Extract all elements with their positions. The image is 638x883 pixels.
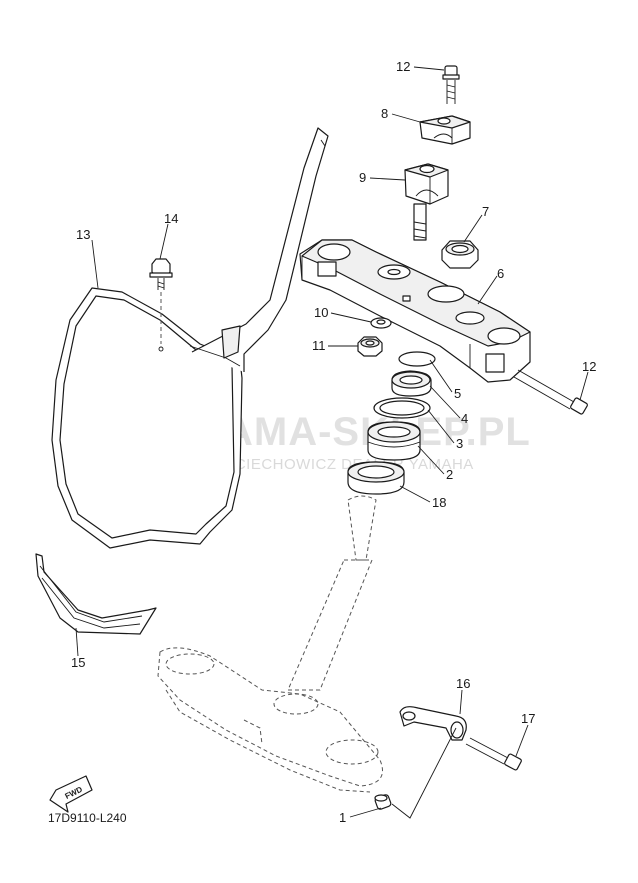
part-4-ring-nut — [391, 370, 432, 397]
part-14-bolt — [149, 258, 173, 352]
part-1-collar — [374, 794, 392, 810]
part-2-bearing — [367, 421, 421, 461]
callout-1: 1 — [339, 810, 346, 825]
callout-12-side: 12 — [582, 359, 596, 374]
callout-12-top: 12 — [396, 59, 410, 74]
part-8-upper-holder — [419, 115, 471, 145]
callout-3: 3 — [456, 436, 463, 451]
part-7-steering-nut — [441, 240, 479, 269]
watermark: YAMA-SKLEP.PL WOJCIECHOWICZ DEALER YAMAH… — [80, 386, 531, 478]
callout-11: 11 — [312, 338, 326, 353]
part-15-guard — [35, 553, 157, 635]
part-16-clamp — [399, 706, 467, 741]
part-10-washer — [370, 317, 392, 329]
callout-15: 15 — [71, 655, 85, 670]
steering-stem-assembly — [157, 495, 383, 793]
part-3-seal — [373, 397, 431, 419]
part-18-bearing — [347, 461, 405, 495]
callout-9: 9 — [359, 170, 366, 185]
part-9-lower-holder — [404, 163, 449, 241]
diagram-code: 17D9110-L240 — [48, 811, 127, 825]
callout-8: 8 — [381, 106, 388, 121]
callout-4: 4 — [461, 411, 468, 426]
callout-6: 6 — [497, 266, 504, 281]
callout-2: 2 — [446, 467, 453, 482]
part-6-upper-bracket — [299, 239, 531, 383]
leader-lines — [75, 66, 589, 819]
part-17-bolt — [465, 737, 522, 771]
callout-17: 17 — [521, 711, 535, 726]
callout-14: 14 — [164, 211, 178, 226]
part-12-side-bolt — [513, 369, 588, 415]
part-12-top-bolt — [442, 65, 460, 104]
watermark-subtitle: WOJCIECHOWICZ DEALER YAMAHA — [200, 456, 474, 473]
callout-10: 10 — [314, 305, 328, 320]
callout-7: 7 — [482, 204, 489, 219]
part-5-washer — [398, 351, 436, 367]
watermark-title: YAMA-SKLEP.PL — [200, 410, 531, 454]
callout-16: 16 — [456, 676, 470, 691]
callout-18: 18 — [432, 495, 446, 510]
callout-labels: 12 8 9 7 6 13 14 10 11 5 12 4 3 2 18 15 … — [71, 59, 596, 825]
part-13-number-plate — [51, 127, 329, 549]
callout-5: 5 — [454, 386, 461, 401]
fwd-arrow-icon: FWD — [49, 775, 93, 813]
callout-13: 13 — [76, 227, 90, 242]
part-11-nut — [357, 336, 383, 357]
